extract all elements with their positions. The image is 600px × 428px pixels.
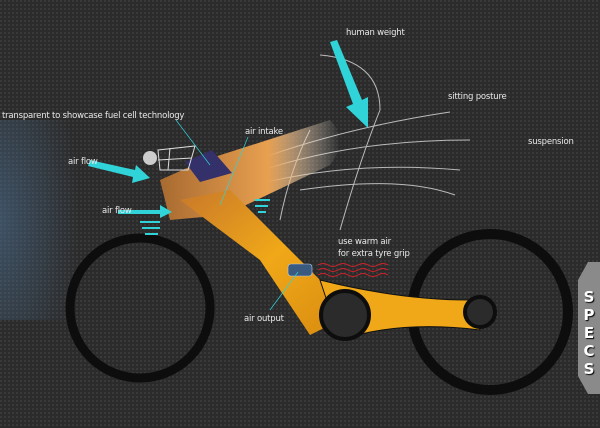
specs-letter: C <box>583 342 595 360</box>
fuel-cell-window <box>185 150 232 182</box>
label-suspension: suspension <box>528 137 574 147</box>
rear-wheel <box>65 233 215 383</box>
leader-lines <box>175 119 299 311</box>
motion-blur <box>0 120 80 320</box>
label-air-flow-top: air flow <box>68 157 98 167</box>
label-air-intake: air intake <box>245 127 283 137</box>
front-hub <box>463 295 497 329</box>
human-weight-arrow <box>330 40 368 128</box>
label-warm-air-2: for extra tyre grip <box>338 249 410 259</box>
label-sitting-posture: sitting posture <box>448 92 507 102</box>
specs-tab[interactable] <box>578 262 600 394</box>
label-air-flow-bottom: air flow <box>102 206 132 216</box>
label-warm-air-1: use warm air <box>338 237 391 247</box>
arrows <box>88 40 368 218</box>
bottom-bracket <box>319 289 371 341</box>
headlight <box>143 151 157 165</box>
specs-letter: S <box>583 288 595 306</box>
specs-tab-label[interactable]: S P E C S <box>578 288 600 378</box>
down-tube <box>180 190 350 335</box>
handlebar-cage <box>157 145 196 171</box>
air-output-vent <box>287 263 313 277</box>
intake-fins <box>140 199 270 235</box>
label-human-weight: human weight <box>346 28 405 38</box>
air-flow-arrow-top <box>88 160 150 183</box>
air-flow-arrow-bottom <box>118 205 172 218</box>
specs-letter: S <box>583 360 595 378</box>
label-air-output: air output <box>244 314 284 324</box>
label-transparent: transparent to showcase fuel cell techno… <box>2 111 185 121</box>
specs-letter: E <box>583 324 595 342</box>
specs-letter: P <box>583 306 595 324</box>
warm-air-waves <box>317 263 389 277</box>
